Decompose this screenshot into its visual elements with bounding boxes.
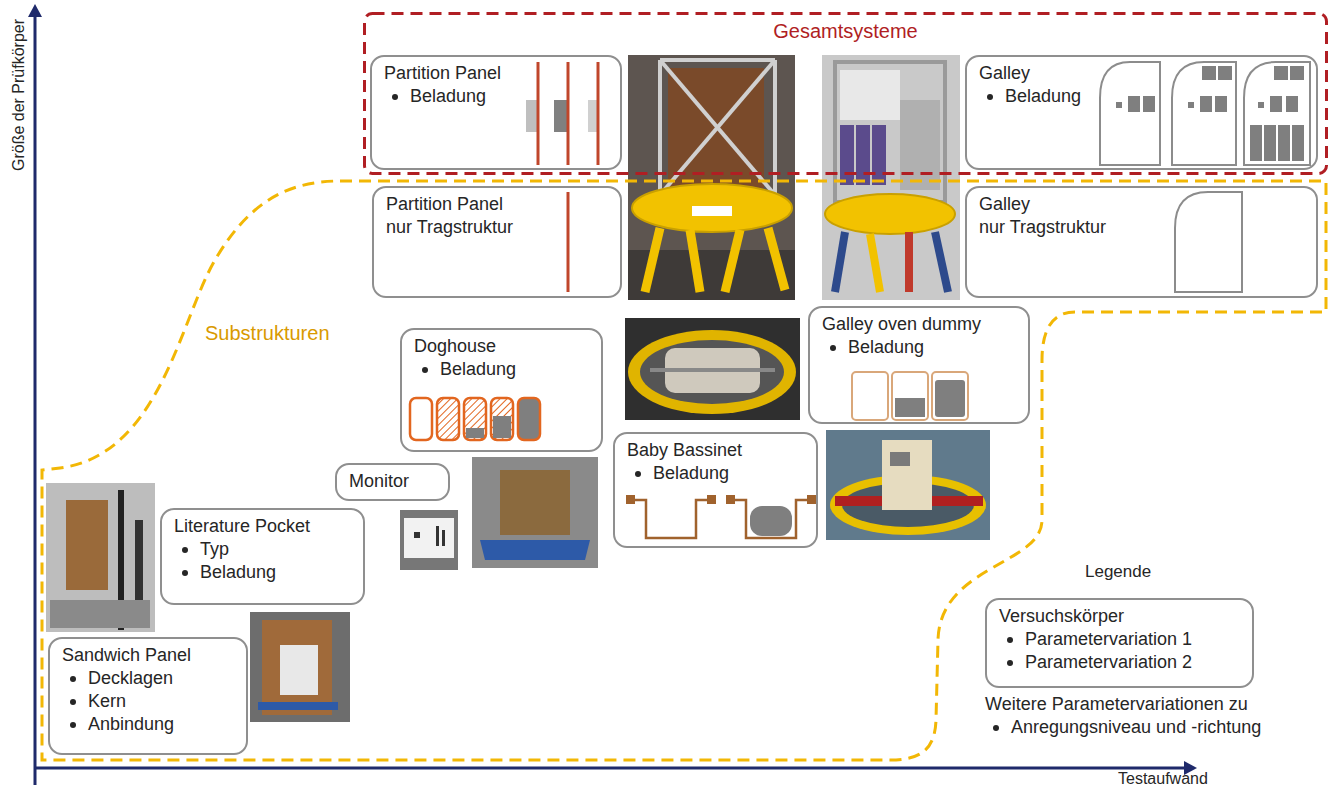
bullet-item: Anbindung — [62, 713, 234, 736]
box-title: Baby Bassinet — [627, 439, 804, 462]
bullet-text: Kern — [88, 690, 126, 713]
bullet-item: Decklagen — [62, 667, 234, 690]
bullet — [830, 345, 836, 351]
bullet-text: Beladung — [440, 358, 516, 381]
dashed-frame — [42, 181, 1326, 760]
photo-galley — [822, 55, 960, 300]
test-box: Partition Panelnur Tragstruktur — [372, 186, 622, 298]
test-box: Baby BassinetBeladung — [613, 432, 818, 548]
test-box: Monitor — [335, 463, 450, 501]
bullet — [1007, 660, 1013, 666]
bullet — [987, 94, 993, 100]
bullet-text: Beladung — [848, 336, 924, 359]
bullet-item: Beladung — [822, 336, 1016, 359]
axis-label: Größe der Prüfkörper — [9, 19, 28, 171]
test-box: Galleynur Tragstruktur — [965, 186, 1318, 298]
bullet — [635, 471, 641, 477]
oven-dummy-icon — [852, 372, 968, 420]
box-title: Monitor — [349, 470, 436, 493]
bullet-item: Parametervariation 2 — [999, 651, 1240, 674]
box-title: Doghouse — [414, 335, 589, 358]
test-box: Sandwich PanelDecklagenKernAnbindung — [48, 637, 248, 755]
photo-baby-bassinet — [625, 318, 800, 420]
bullet — [70, 722, 76, 728]
dashed-frame — [42, 181, 1326, 760]
bullet-text: Beladung — [410, 85, 486, 108]
bullet — [993, 725, 999, 731]
bullet-item: Typ — [174, 538, 351, 561]
region-heading: Gesamtsysteme — [363, 20, 1328, 43]
bullet — [70, 699, 76, 705]
bullet-item: Beladung — [627, 462, 804, 485]
bullet-text: Parametervariation 1 — [1025, 628, 1192, 651]
photo-monitor — [400, 510, 458, 570]
photo-doghouse — [472, 457, 598, 568]
box-subtitle: nur Tragstruktur — [386, 216, 608, 239]
partition-panel-icon — [567, 192, 570, 292]
bullet-item: Anregungsniveau und -richtung — [985, 716, 1261, 739]
bullet-item: Kern — [62, 690, 234, 713]
photo-sandwich-panel — [46, 483, 155, 632]
box-title: Versuchskörper — [999, 605, 1240, 628]
test-box: Partition PanelBeladung — [370, 55, 622, 170]
bullet — [1007, 637, 1013, 643]
bullet-item: Beladung — [414, 358, 589, 381]
bullet-text: Parametervariation 2 — [1025, 651, 1192, 674]
axis-label: Testaufwand — [1118, 769, 1208, 788]
box-title: Literature Pocket — [174, 515, 351, 538]
photo-literature-pocket — [250, 612, 350, 722]
legend-title: Legende — [1085, 562, 1151, 581]
box-title: Sandwich Panel — [62, 644, 234, 667]
bullet-item: Beladung — [174, 561, 351, 584]
note-text: Anregungsniveau und -richtung — [1011, 716, 1261, 739]
region-band: GesamtsystemePartition PanelBeladungGall… — [363, 12, 1328, 175]
bullet-text: Beladung — [200, 561, 276, 584]
box-title: Galley — [979, 62, 1304, 85]
box-title: Galley oven dummy — [822, 313, 1016, 336]
legend-sample-box: VersuchskörperParametervariation 1Parame… — [985, 598, 1254, 688]
galley-icon — [1100, 62, 1310, 165]
bullet-item: Parametervariation 1 — [999, 628, 1240, 651]
bullet-text: Decklagen — [88, 667, 173, 690]
bullet — [422, 367, 428, 373]
box-subtitle: nur Tragstruktur — [979, 216, 1304, 239]
bullet-text: Beladung — [1005, 85, 1081, 108]
bullet — [392, 94, 398, 100]
bullet-text: Beladung — [653, 462, 729, 485]
bullet-item: Beladung — [979, 85, 1304, 108]
note-text: Weitere Parametervariationen zu — [985, 693, 1248, 716]
box-title: Partition Panel — [386, 193, 608, 216]
region-heading: Substrukturen — [205, 322, 330, 345]
photo-galley-oven-dummy — [826, 430, 990, 540]
test-box: Literature PocketTypBeladung — [160, 508, 365, 605]
box-title: Partition Panel — [384, 62, 608, 85]
bassinet-icon — [626, 495, 816, 538]
bullet-text: Anbindung — [88, 713, 174, 736]
bullet — [182, 547, 188, 553]
partition-panel-icon — [526, 62, 598, 165]
test-box: Galley oven dummyBeladung — [808, 306, 1030, 424]
doghouse-icon — [410, 398, 540, 440]
bullet-item: Beladung — [384, 85, 608, 108]
bullet-text: Typ — [200, 538, 229, 561]
bullet — [182, 570, 188, 576]
test-box: DoghouseBeladung — [400, 328, 603, 452]
photo-partition-panel — [628, 55, 795, 300]
galley-icon — [1175, 192, 1242, 292]
bullet — [70, 676, 76, 682]
galley-load — [1116, 66, 1304, 161]
test-box: GalleyBeladung — [965, 55, 1318, 170]
box-title: Galley — [979, 193, 1304, 216]
region-band: SubstrukturenPartition Panelnur Tragstru… — [38, 176, 1330, 764]
axes — [28, 4, 1197, 785]
